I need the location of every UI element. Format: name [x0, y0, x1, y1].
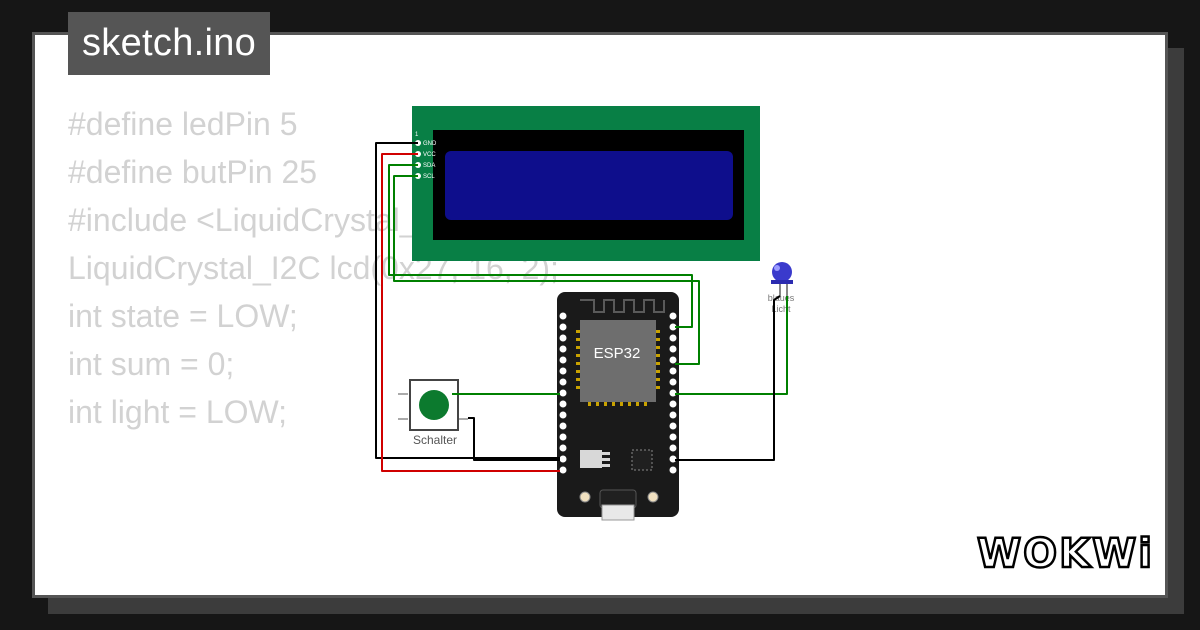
esp32-chip — [580, 320, 656, 402]
wire-button-gnd — [468, 417, 560, 461]
chip-pads — [576, 330, 660, 406]
esp32-chip-label: ESP32 — [594, 345, 641, 362]
wire-sda — [388, 164, 693, 328]
antenna-trace — [580, 299, 665, 313]
lcd-pin-1-label: 1 — [415, 132, 419, 138]
esp32-left-pins — [559, 312, 567, 474]
button-label: Schalter — [413, 433, 457, 447]
lcd-screen — [445, 151, 733, 220]
lcd-pin-label: VCC — [423, 152, 436, 158]
usb-connector — [601, 504, 635, 521]
lcd-pin-label: SCL — [423, 174, 435, 180]
led-body — [772, 262, 792, 282]
wokwi-logo-text: WOKWi — [977, 531, 1150, 577]
code-line: int sum = 0; — [68, 346, 235, 382]
wire-led-cathode — [675, 295, 781, 461]
boot-button — [647, 491, 659, 503]
code-line: int light = LOW; — [68, 394, 288, 430]
esp32-board[interactable]: ESP32 — [557, 292, 679, 521]
lcd-pin-label: GND — [423, 141, 437, 147]
code-line: #define butPin 25 — [68, 154, 318, 190]
en-button — [579, 491, 591, 503]
wire-vcc — [381, 153, 560, 472]
button-cap — [419, 390, 449, 420]
code-line: int state = LOW; — [68, 298, 298, 334]
voltage-regulator — [580, 450, 602, 468]
led-label-line2: Licht — [771, 304, 791, 314]
code-line: #define ledPin 5 — [68, 106, 298, 142]
led-blue[interactable]: blaues Licht — [768, 262, 795, 314]
lcd-pin-label: SDA — [423, 163, 435, 169]
lcd-display[interactable]: 1 GND VCC SDA SCL — [412, 106, 760, 261]
usb-uart-chip — [631, 449, 653, 471]
pushbutton-schalter[interactable]: Schalter — [398, 379, 468, 447]
wire-led-anode — [675, 296, 788, 395]
code-snippet: #define ledPin 5 #define butPin 25 #incl… — [68, 100, 559, 436]
wires — [375, 142, 788, 472]
wire-gnd — [375, 142, 560, 459]
wire-scl — [393, 175, 700, 365]
led-label-line1: blaues — [768, 293, 795, 303]
wokwi-logo: WOKWi — [976, 530, 1150, 577]
file-name-tab[interactable]: sketch.ino — [68, 12, 271, 75]
esp32-right-pins — [669, 312, 677, 474]
